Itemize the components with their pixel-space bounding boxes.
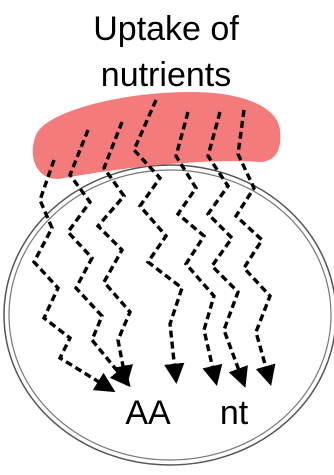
title-line-1: Uptake of bbox=[93, 10, 239, 48]
title-line-2: nutrients bbox=[101, 56, 231, 94]
label-nucleotides: nt bbox=[220, 394, 249, 432]
uptake-arrow bbox=[34, 160, 112, 390]
label-amino-acids: AA bbox=[125, 394, 171, 432]
